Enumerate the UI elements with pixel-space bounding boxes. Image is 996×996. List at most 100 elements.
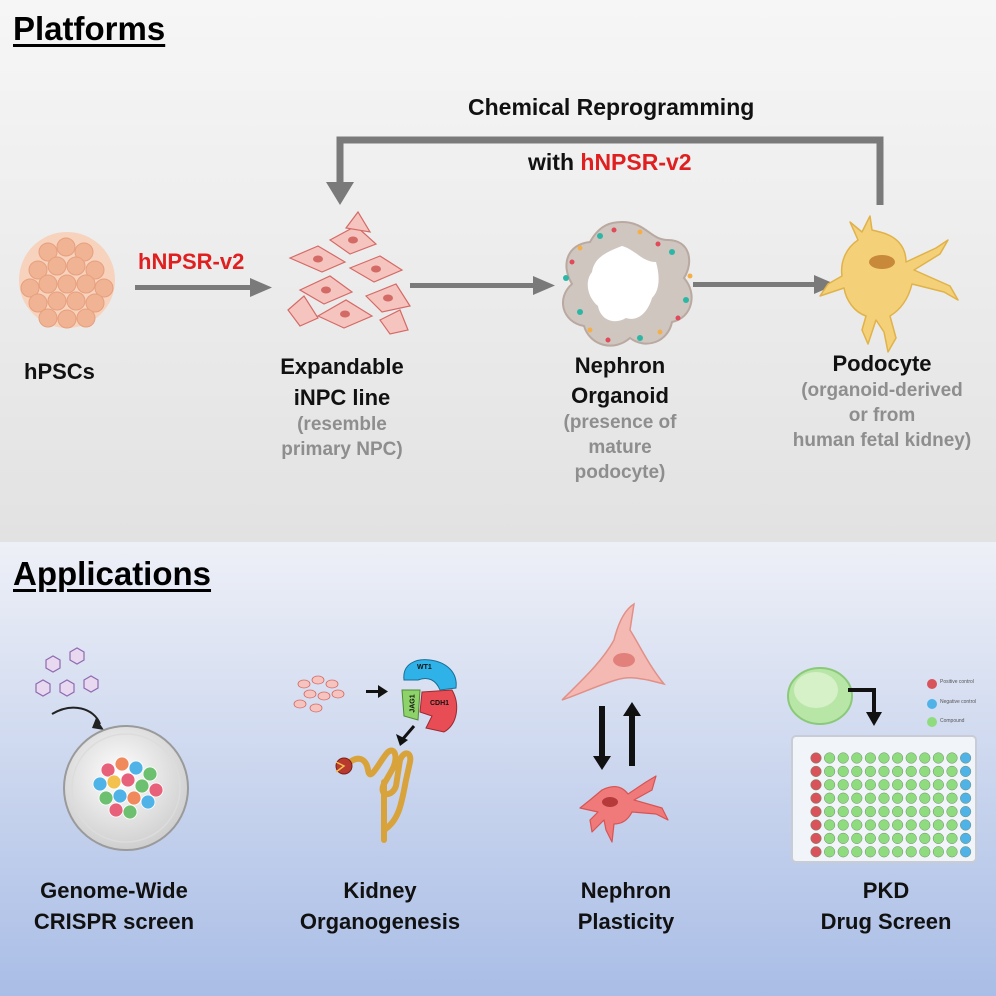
plate-well <box>837 832 849 844</box>
stage-organoid-title-1: Nephron <box>574 353 666 378</box>
plate-well <box>905 765 917 777</box>
plate-well <box>810 765 822 777</box>
plate-well <box>878 832 890 844</box>
cdh1-label: CDH1 <box>430 700 450 707</box>
stage-organoid-note-3: podocyte) <box>574 462 666 483</box>
plate-well <box>892 779 904 791</box>
stage-inpc-note-1: (resemble <box>297 414 387 435</box>
platforms-panel <box>0 0 996 542</box>
forward-arrows <box>135 275 836 297</box>
reprogramming-factor-line: with hNPSR-v2 <box>528 151 692 174</box>
plate-well <box>878 806 890 818</box>
reprogramming-arrow <box>336 136 884 205</box>
plate-well <box>932 832 944 844</box>
plate-well <box>946 819 958 831</box>
nephron-organoid-icon <box>562 220 693 347</box>
plate-well <box>960 792 972 804</box>
plate-well <box>919 819 931 831</box>
plate-well <box>892 832 904 844</box>
plate-well <box>905 819 917 831</box>
stage-organoid-note-2: mature <box>588 437 652 458</box>
plate-well <box>960 832 972 844</box>
plate-well <box>864 832 876 844</box>
plate-well <box>960 819 972 831</box>
plate-well <box>837 779 849 791</box>
plate-well <box>932 765 944 777</box>
plate-well <box>946 846 958 858</box>
stage-podocyte-note-2: or from <box>848 405 916 426</box>
plate-well <box>960 765 972 777</box>
plate-well <box>864 846 876 858</box>
plate-well <box>824 792 836 804</box>
plate-well <box>851 792 863 804</box>
stage-organoid-title-2: Organoid <box>571 383 669 408</box>
plate-legend-negative: Negative control <box>940 699 977 705</box>
stage-podocyte-title: Podocyte <box>832 351 932 376</box>
plate-well <box>892 765 904 777</box>
stage-inpc-note-2: primary NPC) <box>281 439 403 460</box>
reprogramming-arrow-head <box>326 182 354 205</box>
plate-well <box>810 806 822 818</box>
stage-inpc-title-2: iNPC line <box>293 385 391 410</box>
plate-well <box>878 779 890 791</box>
plate-well <box>932 752 944 764</box>
plate-well <box>878 765 890 777</box>
plate-well <box>878 846 890 858</box>
plate-well <box>864 765 876 777</box>
plate-well <box>864 792 876 804</box>
plate-well <box>878 792 890 804</box>
plate-well <box>837 765 849 777</box>
reprogramming-label: Chemical Reprogramming <box>468 94 755 120</box>
app-drug-screen-title-2: Drug Screen <box>820 909 952 934</box>
plate-well <box>824 819 836 831</box>
plate-well <box>851 806 863 818</box>
app-drug-screen-title-1: PKD <box>862 878 910 903</box>
plate-well <box>960 752 972 764</box>
plate-well <box>810 846 822 858</box>
crispr-screen-icon <box>35 647 189 851</box>
app-crispr-title-1: Genome-Wide <box>40 878 188 903</box>
plate-well <box>919 846 931 858</box>
plate-well <box>851 752 863 764</box>
plate-well <box>824 779 836 791</box>
stage-hpscs-title: hPSCs <box>24 359 95 384</box>
plate-well <box>946 832 958 844</box>
plate-legend-compound: Compound <box>940 718 965 724</box>
plate-well <box>837 752 849 764</box>
plate-well <box>864 752 876 764</box>
plate-well <box>851 819 863 831</box>
plate-well <box>824 806 836 818</box>
plate-well <box>919 792 931 804</box>
plate-well <box>960 779 972 791</box>
plate-well <box>892 792 904 804</box>
plate-well <box>919 832 931 844</box>
plate-well <box>932 792 944 804</box>
plate-well <box>824 846 836 858</box>
plate-well <box>919 779 931 791</box>
plate-well <box>892 846 904 858</box>
plate-well <box>851 832 863 844</box>
plate-well <box>864 779 876 791</box>
plate-well <box>864 806 876 818</box>
stage-podocyte-note-3: human fetal kidney) <box>792 430 972 451</box>
plate-well <box>919 752 931 764</box>
plate-well <box>851 779 863 791</box>
plate-well <box>837 792 849 804</box>
plate-well <box>905 792 917 804</box>
plate-well <box>905 752 917 764</box>
plate-well <box>960 846 972 858</box>
plate-well <box>824 832 836 844</box>
stage-organoid-note-1: (presence of <box>563 412 677 433</box>
inpc-cells-icon <box>287 210 411 335</box>
plate-well <box>946 765 958 777</box>
plate-well <box>810 819 822 831</box>
app-crispr-title-2: CRISPR screen <box>33 909 195 934</box>
reprogramming-factor: hNPSR-v2 <box>580 149 692 175</box>
jag1-label: JAG1 <box>409 694 417 713</box>
plate-well <box>905 832 917 844</box>
plate-well <box>932 846 944 858</box>
stage-podocyte-note-1: (organoid-derived <box>801 380 963 401</box>
plate-well <box>905 779 917 791</box>
app-plasticity-title-2: Plasticity <box>577 909 675 934</box>
plate-well <box>837 806 849 818</box>
